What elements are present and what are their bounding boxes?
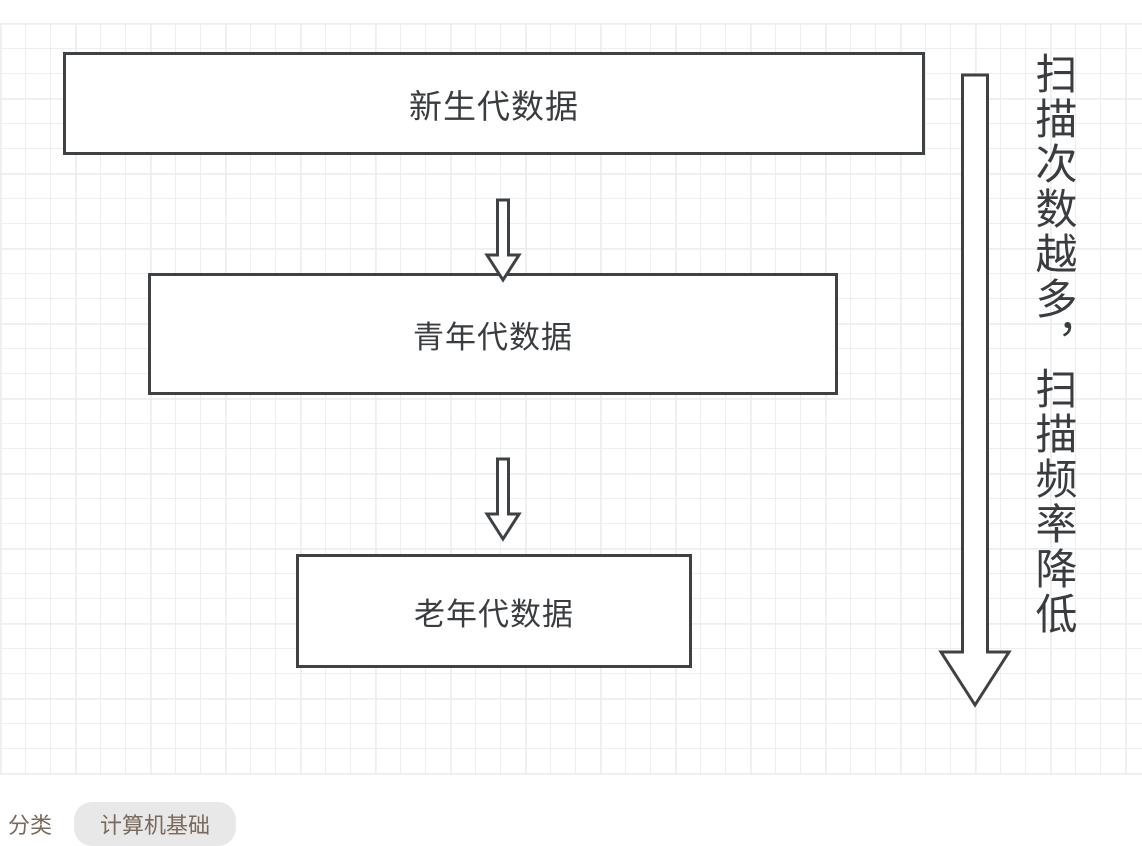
footer-meta: 分类 计算机基础 xyxy=(0,802,1142,846)
down-block-arrow-icon-step-1 xyxy=(484,198,522,283)
process-box-young-gen: 新生代数据 xyxy=(63,52,925,155)
scan-frequency-annotation: 扫描次数越多，扫描频率降低 xyxy=(1030,52,1077,637)
process-box-old-gen: 老年代数据 xyxy=(296,554,692,668)
process-box-label: 新生代数据 xyxy=(409,87,579,125)
process-box-middle-gen: 青年代数据 xyxy=(148,273,838,395)
category-label: 分类 xyxy=(8,813,53,838)
long-down-block-arrow-icon xyxy=(938,73,1012,708)
category-tag-computer-basics[interactable]: 计算机基础 xyxy=(74,802,237,846)
down-block-arrow-icon-step-2 xyxy=(484,457,522,542)
process-box-label: 老年代数据 xyxy=(414,596,574,632)
process-box-label: 青年代数据 xyxy=(413,319,573,355)
